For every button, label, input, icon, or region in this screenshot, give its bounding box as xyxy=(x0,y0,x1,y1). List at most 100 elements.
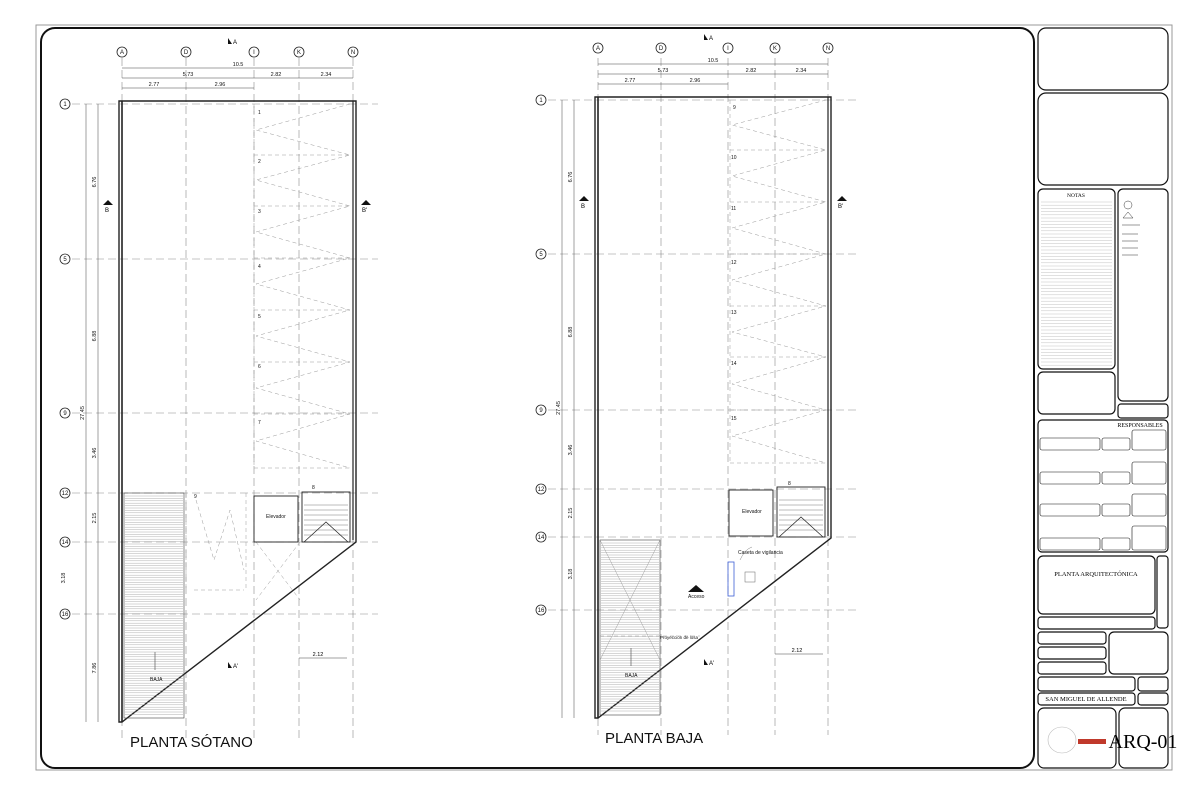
svg-text:A: A xyxy=(709,36,713,42)
grid-col-label: D xyxy=(184,50,189,56)
guard-booth xyxy=(727,546,756,597)
dim-label: 2.34 xyxy=(321,72,332,78)
sheet-number-box xyxy=(1118,707,1169,769)
dim-label: 2.96 xyxy=(215,82,226,88)
seal-box xyxy=(1037,707,1117,769)
parking-number: 8 xyxy=(788,481,791,487)
dim-total-length: 27.45 xyxy=(80,406,86,420)
svg-text:A: A xyxy=(233,40,237,46)
grid-row-label: 9 xyxy=(63,411,67,417)
parking-number: 9 xyxy=(194,494,197,500)
dim-label: 5.73 xyxy=(183,72,194,78)
parking-number: 12 xyxy=(731,260,737,266)
drawing-frame xyxy=(40,27,1035,769)
grid-row-label: 12 xyxy=(538,487,545,493)
parking-number: 5 xyxy=(258,314,261,320)
content-title: PLANTA ARQUITECTÓNICA xyxy=(1054,570,1138,578)
grid-row-label: 14 xyxy=(538,535,545,541)
date-box xyxy=(1117,403,1169,419)
grid-col-label: A xyxy=(596,46,600,52)
parking-number: 1 xyxy=(258,110,261,116)
svg-text:A': A' xyxy=(233,664,238,670)
scale-box xyxy=(1108,631,1169,675)
grid-row-label: 12 xyxy=(62,491,69,497)
sheet-outer-border xyxy=(35,24,1173,771)
access-marker: Acceso xyxy=(688,585,705,600)
parking-number: 8 xyxy=(312,485,315,491)
ramp-area xyxy=(123,492,185,719)
dim-label: 2.82 xyxy=(746,68,757,74)
dim-label: 6.88 xyxy=(568,327,574,338)
parking-number: 2 xyxy=(258,159,261,165)
content-side-box xyxy=(1156,555,1169,629)
elevator-label: Elevador xyxy=(266,514,286,520)
grid-row-label: 16 xyxy=(62,612,69,618)
section-marker-a: A A' xyxy=(704,34,714,667)
dim-label: 3.46 xyxy=(92,448,98,459)
dim-label: 3.46 xyxy=(568,445,574,456)
sheet-number: ARQ-01 xyxy=(1109,731,1178,753)
ramp-area xyxy=(599,539,661,716)
dim-label: 2.96 xyxy=(690,78,701,84)
responsables-title: RESPONSABLES xyxy=(1117,423,1162,429)
stair xyxy=(776,486,826,538)
parking-number: 15 xyxy=(731,416,737,422)
parking-number: 7 xyxy=(258,420,261,426)
grid-col-label: I xyxy=(727,46,729,52)
grid-row-label: 16 xyxy=(538,608,545,614)
responsables-box xyxy=(1037,419,1169,553)
section-marker-b: B B' xyxy=(579,196,847,210)
section-marker-a: A A' xyxy=(228,38,238,670)
notes-box xyxy=(1037,188,1116,370)
dim-label: 6.76 xyxy=(568,172,574,183)
field-box xyxy=(1037,676,1136,692)
notes-title: NOTAS xyxy=(1067,193,1085,199)
dim-total-width: 10.5 xyxy=(708,58,719,64)
dim-label: 2.15 xyxy=(568,508,574,519)
legend-symbols xyxy=(1122,200,1140,256)
grid-row-label: 9 xyxy=(539,408,543,414)
grid-col-label: K xyxy=(297,50,301,56)
parking-number: 14 xyxy=(731,361,737,367)
elevator xyxy=(728,489,774,537)
dim-label: 6.88 xyxy=(92,331,98,342)
title-block xyxy=(1037,27,1169,769)
field-box xyxy=(1137,692,1169,706)
field-box xyxy=(1037,646,1107,660)
grid-row-label: 1 xyxy=(63,102,67,108)
project-box xyxy=(1037,616,1156,630)
city-box xyxy=(1037,692,1136,706)
svg-text:A': A' xyxy=(709,661,714,667)
stair xyxy=(301,491,351,543)
dim-label: 2.77 xyxy=(625,78,636,84)
parking-number: 10 xyxy=(731,155,737,161)
building-outline xyxy=(118,100,357,723)
dim-total-width: 10.5 xyxy=(233,62,244,68)
city-name: SAN MIGUEL DE ALLENDE xyxy=(1045,696,1126,703)
section-marker-b: B B' xyxy=(103,200,371,214)
field-box xyxy=(1137,676,1169,692)
plan-title: PLANTA SÓTANO xyxy=(130,734,253,751)
dim-label: 2.12 xyxy=(792,648,803,654)
plan-baja: A D I K N 1 5 9 12 14 16 10.5 5.73 2.82 … xyxy=(535,34,856,747)
dim-label: 3.18 xyxy=(568,569,574,580)
parking-number: 6 xyxy=(258,364,261,370)
building-outline xyxy=(594,96,832,719)
grid-col-label: I xyxy=(253,50,255,56)
grid-col-label: N xyxy=(351,50,355,56)
ramp-label: BAJA xyxy=(150,677,163,683)
seal-logo xyxy=(1047,726,1106,754)
grid-col-label: A xyxy=(120,50,124,56)
grid-row-label: 5 xyxy=(63,257,67,263)
content-box xyxy=(1037,555,1156,615)
ramp-label: BAJA xyxy=(625,673,638,679)
guard-booth-label: Caseta de vigilancia xyxy=(738,550,783,556)
grid-col-label: N xyxy=(826,46,830,52)
plan-title: PLANTA BAJA xyxy=(605,730,703,747)
parking-number: 4 xyxy=(258,264,261,270)
responsables-rows xyxy=(1039,429,1167,551)
grid-row-label: 1 xyxy=(539,98,543,104)
legend-box xyxy=(1117,188,1169,402)
dim-label: 2.77 xyxy=(149,82,160,88)
